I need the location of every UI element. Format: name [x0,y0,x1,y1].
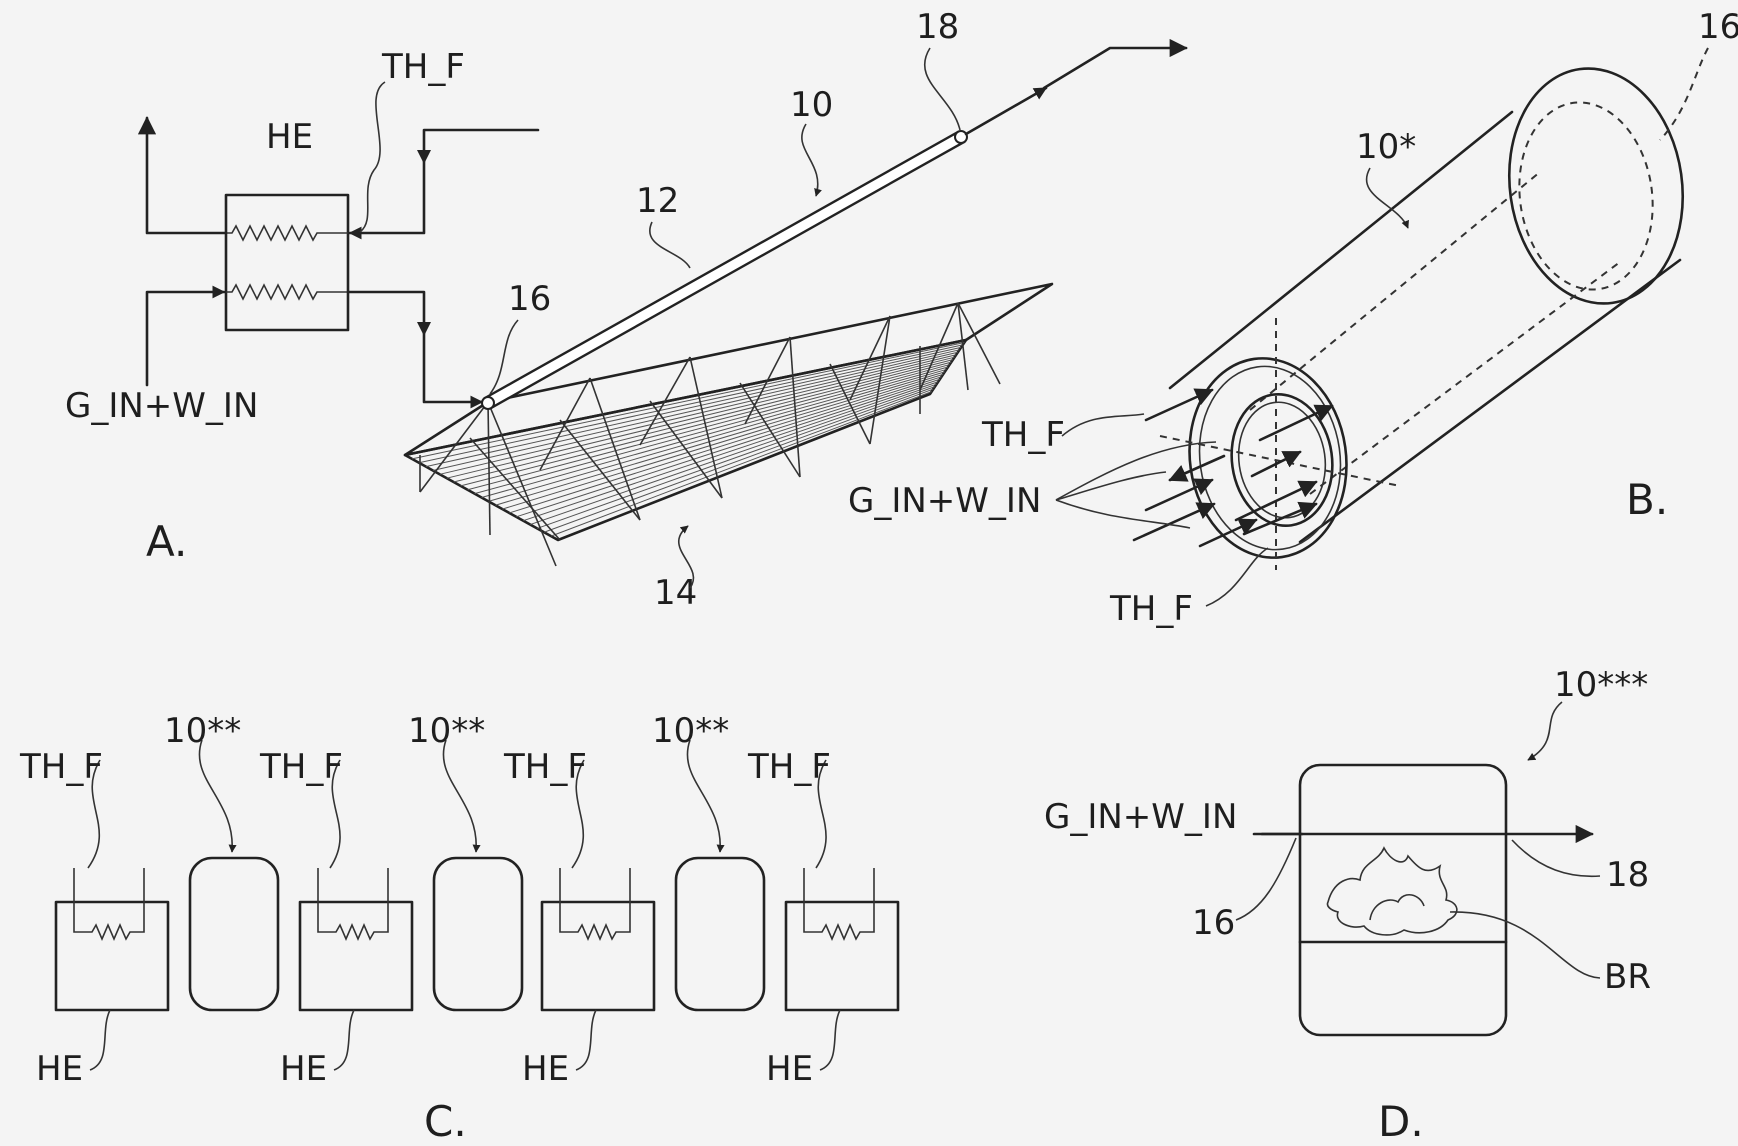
gas-inlet-line [145,285,226,387]
ref-16-b: 16 [1698,7,1738,47]
vessel-10-star-star [188,856,280,1012]
ref-16: 16 [508,279,551,319]
cylinder-far-end [1507,67,1685,305]
ref-16-d: 16 [1192,903,1235,943]
leader-br [1449,911,1601,979]
cylinder-near-inner2 [1237,401,1327,519]
vessel-10-star-star [674,856,766,1012]
panel-label-a: A. [146,517,187,566]
label-th-f-3: TH_F [503,747,587,787]
label-br: BR [1604,957,1651,997]
label-g-in-w-in-d: G_IN+W_IN [1044,797,1237,837]
ref-10: 10 [790,85,833,125]
thermal-fluid-flow-arrow [417,150,431,164]
outlet-arrow [964,86,1048,136]
thermal-fluid-line [348,128,540,240]
label-th-f-4: TH_F [747,747,831,787]
solar-collector-trough [403,282,1054,542]
heated-gas-flow-arrow [417,322,431,336]
panel-a: HE TH_F G_IN+W_IN 10 12 14 16 18 A. [65,7,1188,613]
leader-16 [489,319,519,395]
ref-10-star-star-1: 10** [164,711,241,751]
exhaust-line [137,116,228,235]
tube-inlet-16 [481,396,495,410]
he-unit [784,759,900,1071]
panel-label-b: B. [1626,475,1668,524]
panel-d: 10*** G_IN+W_IN 16 18 BR D. [1044,665,1651,1146]
absorber-tube [483,130,966,410]
heat-exchanger-coil-top [226,224,348,242]
label-he-1: HE [36,1049,83,1089]
support-truss [419,302,1001,567]
leader-16-b [1659,47,1709,141]
label-g-in-w-in: G_IN+W_IN [65,386,258,426]
ref-18-d: 18 [1606,855,1649,895]
ref-18: 18 [916,7,959,47]
leader-10-star-star-star [1527,701,1563,761]
vessel-10-star-star [432,856,524,1012]
leader-16-d [1235,837,1297,921]
burner-vessel [1298,763,1508,1037]
heat-exchanger-coil-bottom [226,283,348,301]
label-he: HE [266,117,313,157]
panel-label-d: D. [1378,1097,1424,1146]
flow-arrows [1132,388,1334,548]
label-th-f: TH_F [381,47,465,87]
inner-tube-dash-bottom [1309,261,1621,495]
inner-tube-dash-top [1249,171,1541,411]
ref-14: 14 [654,573,697,613]
cylinder-near-outer [1188,357,1348,559]
panel-label-c: C. [424,1097,467,1146]
label-he-2: HE [280,1049,327,1089]
he-unit [54,759,170,1071]
leader-th-f [359,81,386,233]
ref-10-star-star-star: 10*** [1554,665,1648,705]
leader-18-d [1511,839,1601,878]
leader-14 [678,525,695,589]
cylinder-far-inner [1518,101,1654,291]
ref-10-star-star-2: 10** [408,711,485,751]
panel-b: 10* 16 TH_F G_IN+W_IN TH_F B. [848,7,1738,629]
label-th-f-bottom: TH_F [1109,589,1193,629]
heated-gas-line [346,290,484,409]
label-he-4: HE [766,1049,813,1089]
tube-outlet-18 [954,130,968,144]
panel-c: TH_F TH_F TH_F TH_F 10** 10** 10** HE HE… [19,711,900,1146]
heat-exchanger-box [224,193,350,332]
label-th-f-2: TH_F [259,747,343,787]
ref-10-star: 10* [1356,127,1416,167]
leader-18 [923,47,961,131]
cylinder-near-inner [1230,392,1334,528]
leader-10-star [1365,167,1409,229]
cylinder-bottom-edge [1298,258,1682,544]
he-unit [540,759,656,1071]
ref-10-star-star-3: 10** [652,711,729,751]
cylinder-top-edge [1168,110,1514,390]
label-th-f-top: TH_F [981,415,1065,455]
flame-icon [1326,846,1458,936]
leader-12 [649,221,691,269]
label-th-f-1: TH_F [19,747,103,787]
label-he-3: HE [522,1049,569,1089]
label-g-in-w-in-b: G_IN+W_IN [848,481,1041,521]
he-unit [298,759,414,1071]
ref-12: 12 [636,181,679,221]
leader-10 [801,123,822,197]
